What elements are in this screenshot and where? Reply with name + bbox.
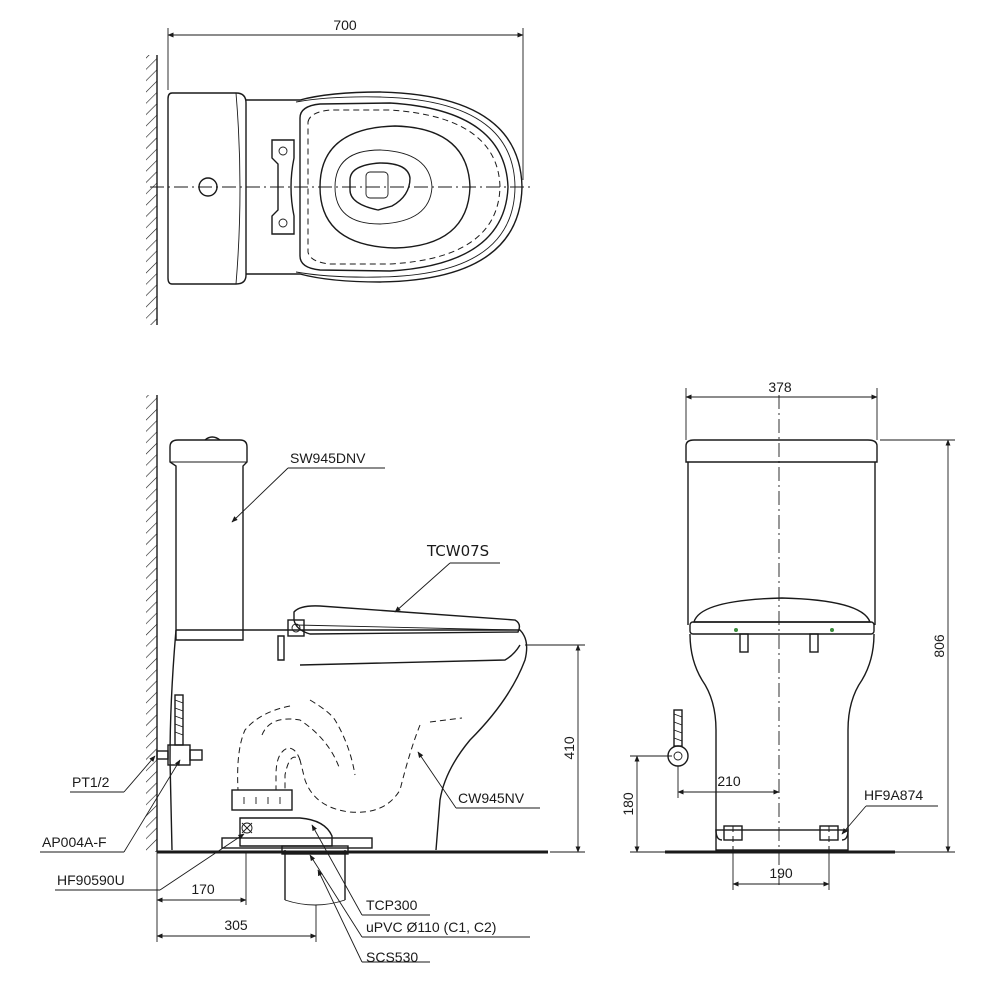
- side-view-trapway: [237, 699, 463, 813]
- side-view: 410 170 305 SW945DNV TCW07S CW945NV PT1/: [40, 395, 585, 965]
- front-view-supply-valve: [667, 709, 689, 767]
- front-view: 378: [620, 379, 955, 890]
- side-view-wall: [146, 395, 158, 852]
- label-bolt-kit: HF9A874: [864, 787, 923, 803]
- dim-rim-height-label: 410: [561, 736, 577, 760]
- dim-outlet-center-label: 305: [224, 917, 248, 933]
- dim-inlet-height-label: 180: [620, 792, 636, 816]
- top-view-wall: [146, 55, 158, 325]
- side-view-supply-valve: [156, 694, 203, 766]
- front-view-body: [689, 633, 875, 851]
- top-view-hinge: [271, 139, 295, 235]
- top-view: 700: [146, 17, 530, 325]
- label-tank: SW945DNV: [290, 450, 366, 466]
- side-view-flange: [221, 789, 373, 849]
- dimension-inlet-height: 180: [620, 755, 672, 853]
- dim-inlet-offset-label: 210: [717, 773, 741, 789]
- front-view-callout: HF9A874: [841, 787, 938, 835]
- side-view-tank: [169, 436, 248, 641]
- front-view-feet: [723, 825, 839, 852]
- side-view-callouts: SW945DNV TCW07S CW945NV PT1/2 AP004A-F H…: [40, 450, 540, 965]
- dimension-foot-spacing: 190: [732, 852, 830, 890]
- label-flange: HF90590U: [57, 872, 125, 888]
- dim-top-width-label: 700: [333, 17, 357, 33]
- front-view-tank: [685, 439, 878, 625]
- dimension-side-width: 378: [685, 379, 878, 440]
- dimension-top-width: 700: [167, 17, 524, 180]
- label-seat: TCW07S: [426, 542, 489, 560]
- side-view-bowl-body: [169, 629, 528, 851]
- dim-outlet-to-wall-label: 170: [191, 881, 215, 897]
- dimension-rim-height: 410: [525, 644, 585, 853]
- label-angle-valve: AP004A-F: [42, 834, 107, 850]
- label-bowl: CW945NV: [458, 790, 525, 806]
- label-pipe: uPVC Ø110 (C1, C2): [366, 919, 496, 935]
- dim-foot-spacing-label: 190: [769, 865, 793, 881]
- dimension-overall-height: 806: [880, 439, 955, 853]
- top-view-bowl: [246, 91, 523, 283]
- dimension-outlet: 170 305: [156, 852, 317, 942]
- dimension-inlet-offset: 210: [677, 766, 780, 798]
- top-view-tank: [167, 92, 247, 285]
- dim-side-width-label: 378: [768, 379, 792, 395]
- label-adapter: TCP300: [366, 897, 418, 913]
- side-view-seat: [277, 605, 521, 661]
- label-seal: SCS530: [366, 949, 418, 965]
- side-view-drain-pipe: [281, 845, 349, 906]
- label-valve-thread: PT1/2: [72, 774, 110, 790]
- front-view-seat: [689, 597, 875, 653]
- dim-overall-height-label: 806: [931, 634, 947, 658]
